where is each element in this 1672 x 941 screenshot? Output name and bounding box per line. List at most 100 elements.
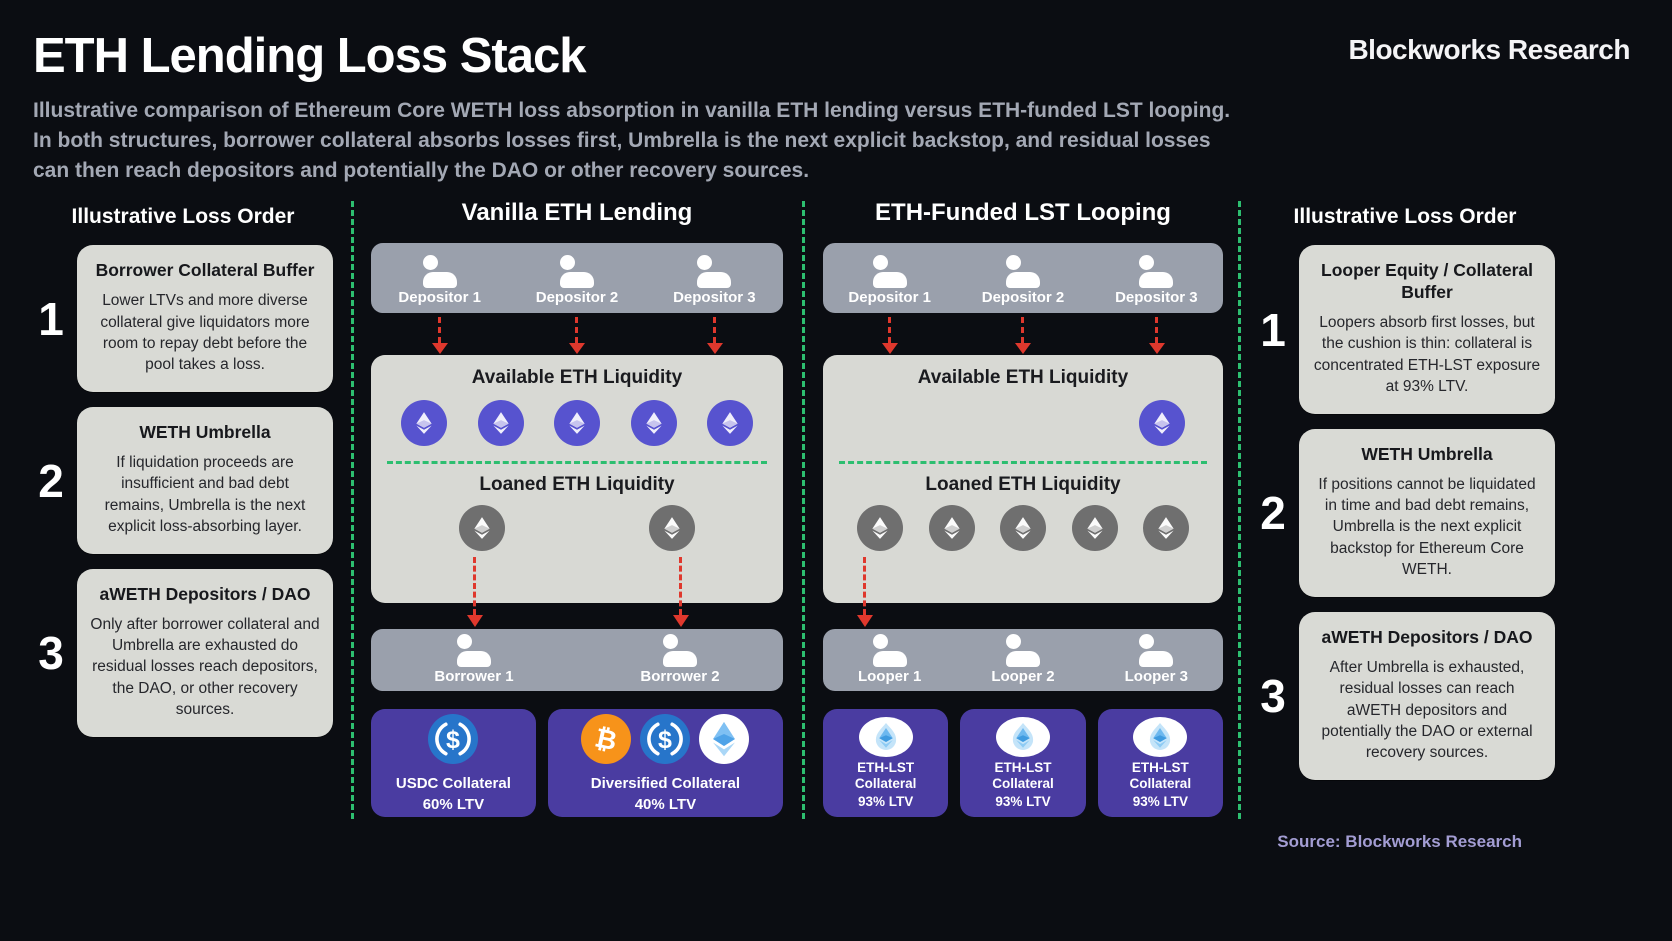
- blockworks-research-logo: Blockworks Research: [1348, 34, 1630, 65]
- depositor-label: Depositor 2: [535, 289, 619, 307]
- looper-label: Looper 3: [1124, 668, 1188, 686]
- collateral-ltv: 93% LTV: [995, 794, 1051, 810]
- usdc-icon: $: [640, 714, 691, 769]
- lst-icon: [858, 717, 913, 758]
- depositor-icon: [422, 255, 457, 289]
- depositor-label: Depositor 3: [1115, 289, 1198, 307]
- red-arrow-down-icon: [569, 317, 586, 355]
- red-arrow-down-icon: [706, 317, 723, 355]
- vanilla-depositors-row: Depositor 1 Depositor 2 Depositor 3: [371, 243, 783, 314]
- green-dashed-divider: [801, 201, 805, 820]
- eth-lst-collateral-box-3: ETH-LST Collateral 93% LTV: [1097, 709, 1223, 818]
- left-loss-order-column: Illustrative Loss Order 1 Borrower Colla…: [33, 199, 333, 819]
- eth-icon: [477, 400, 524, 447]
- looper-2: Looper 2: [956, 629, 1089, 685]
- loss-card-borrower-collateral-buffer: Borrower Collateral Buffer Lower LTVs an…: [77, 245, 333, 393]
- subtitle-line: Illustrative comparison of Ethereum Core…: [33, 99, 1231, 122]
- red-arrow-down-icon: [1015, 317, 1032, 355]
- eth-gray-icon: [649, 505, 695, 552]
- vanilla-eth-lending-column: Vanilla ETH Lending Depositor 1 Deposito…: [371, 199, 783, 819]
- looper-icon: [1139, 634, 1174, 668]
- main-diagram: Illustrative Loss Order 1 Borrower Colla…: [0, 199, 1672, 820]
- header: ETH Lending Loss Stack Blockworks Resear…: [0, 0, 1672, 185]
- loss-number: 3: [1260, 670, 1286, 723]
- borrower-2: Borrower 2: [577, 629, 783, 685]
- loaned-liquidity-label: Loaned ETH Liquidity: [925, 474, 1121, 496]
- loss-card-aweth-depositors-dao: aWETH Depositors / DAO Only after borrow…: [77, 569, 333, 738]
- borrower-icon: [663, 634, 697, 668]
- loss-item-1: 1 Looper Equity / Collateral Buffer Loop…: [1255, 245, 1555, 415]
- depositor-icon: [1005, 255, 1040, 289]
- loss-item-1: 1 Borrower Collateral Buffer Lower LTVs …: [33, 245, 333, 393]
- available-liquidity-label: Available ETH Liquidity: [917, 367, 1129, 389]
- lst-looping-column: ETH-Funded LST Looping Depositor 1 Depos…: [823, 199, 1223, 819]
- loss-card-title: Looper Equity / Collateral Buffer: [1321, 260, 1533, 303]
- loaned-eth-coins: [387, 502, 767, 554]
- deposit-arrows: [823, 313, 1223, 355]
- lst-icon: [1133, 717, 1188, 758]
- green-dashed-divider: [350, 201, 354, 820]
- source-attribution: Source: Blockworks Research: [1277, 832, 1522, 851]
- borrowers-row: Borrower 1 Borrower 2: [371, 629, 783, 692]
- collateral-ltv: 60% LTV: [422, 795, 485, 813]
- looper-icon: [872, 634, 907, 668]
- eth-icon: [707, 400, 753, 447]
- loss-card-looper-equity-collateral-buffer: Looper Equity / Collateral Buffer Looper…: [1299, 245, 1555, 415]
- green-dashed-line: [839, 461, 1207, 465]
- collateral-title: ETH-LST Collateral: [1129, 760, 1192, 791]
- loss-item-2: 2 WETH Umbrella If liquidation proceeds …: [33, 407, 333, 555]
- subtitle: Illustrative comparison of Ethereum Core…: [33, 96, 1632, 185]
- loss-number: 3: [38, 627, 64, 680]
- borrower-label: Borrower 1: [434, 668, 514, 686]
- depositor-label: Depositor 1: [848, 289, 931, 307]
- loss-card-title: aWETH Depositors / DAO: [99, 584, 311, 605]
- loss-card-body: If liquidation proceeds are insufficient…: [104, 454, 306, 535]
- loss-card-title: aWETH Depositors / DAO: [1321, 627, 1533, 648]
- svg-text:$: $: [658, 726, 672, 754]
- eth-gray-icon: [1071, 505, 1118, 552]
- left-loss-order-heading: Illustrative Loss Order: [71, 205, 295, 229]
- collateral-ltv: 40% LTV: [634, 795, 697, 813]
- depositor-2: Depositor 2: [956, 243, 1089, 306]
- borrower-label: Borrower 2: [640, 668, 720, 686]
- depositor-3: Depositor 3: [1090, 243, 1223, 306]
- eth-lst-collateral-box-2: ETH-LST Collateral 93% LTV: [960, 709, 1086, 818]
- loss-number: 1: [38, 292, 64, 345]
- depositor-icon: [697, 255, 732, 289]
- loss-card-body: Loopers absorb first losses, but the cus…: [1313, 314, 1541, 395]
- red-arrow-down-icon: [856, 557, 873, 628]
- loss-card-title: Borrower Collateral Buffer: [95, 260, 315, 281]
- depositor-2: Depositor 2: [508, 243, 645, 306]
- vanilla-collateral-row: $ USDC Collateral 60% LTV ₿ $ Diversifie…: [371, 709, 783, 818]
- vanilla-heading: Vanilla ETH Lending: [461, 199, 693, 227]
- collateral-ltv: 93% LTV: [1132, 794, 1188, 810]
- vanilla-liquidity-pool: Available ETH Liquidity Loaned ETH Liqui…: [371, 355, 783, 604]
- loaned-liquidity-label: Loaned ETH Liquidity: [479, 474, 675, 496]
- loss-item-3: 3 aWETH Depositors / DAO Only after borr…: [33, 569, 333, 738]
- available-liquidity-label: Available ETH Liquidity: [471, 367, 683, 389]
- red-arrow-down-icon: [672, 557, 689, 628]
- lst-icon: [995, 717, 1050, 758]
- red-arrow-down-icon: [1148, 317, 1165, 355]
- collateral-title: USDC Collateral: [395, 775, 511, 793]
- loss-number: 1: [1260, 303, 1286, 356]
- borrower-icon: [457, 634, 491, 668]
- collateral-title: ETH-LST Collateral: [854, 760, 917, 791]
- available-eth-coins: [387, 397, 767, 449]
- looper-3: Looper 3: [1090, 629, 1223, 685]
- red-arrow-down-icon: [432, 317, 449, 355]
- btc-icon: ₿: [581, 714, 632, 769]
- eth-lst-collateral-box-1: ETH-LST Collateral 93% LTV: [823, 709, 949, 818]
- eth-icon: [554, 400, 600, 447]
- loss-number: 2: [1260, 487, 1286, 540]
- green-dashed-divider: [1237, 201, 1241, 820]
- usdc-collateral-box: $ USDC Collateral 60% LTV: [371, 709, 536, 818]
- depositor-label: Depositor 1: [398, 289, 481, 307]
- right-loss-order-heading: Illustrative Loss Order: [1293, 205, 1517, 229]
- depositor-icon: [1139, 255, 1174, 289]
- eth-gray-icon: [928, 505, 975, 552]
- looper-label: Looper 2: [991, 668, 1055, 686]
- green-dashed-line: [387, 461, 767, 465]
- loss-card-body: Lower LTVs and more diverse collateral g…: [100, 292, 310, 374]
- page-title: ETH Lending Loss Stack: [33, 29, 586, 83]
